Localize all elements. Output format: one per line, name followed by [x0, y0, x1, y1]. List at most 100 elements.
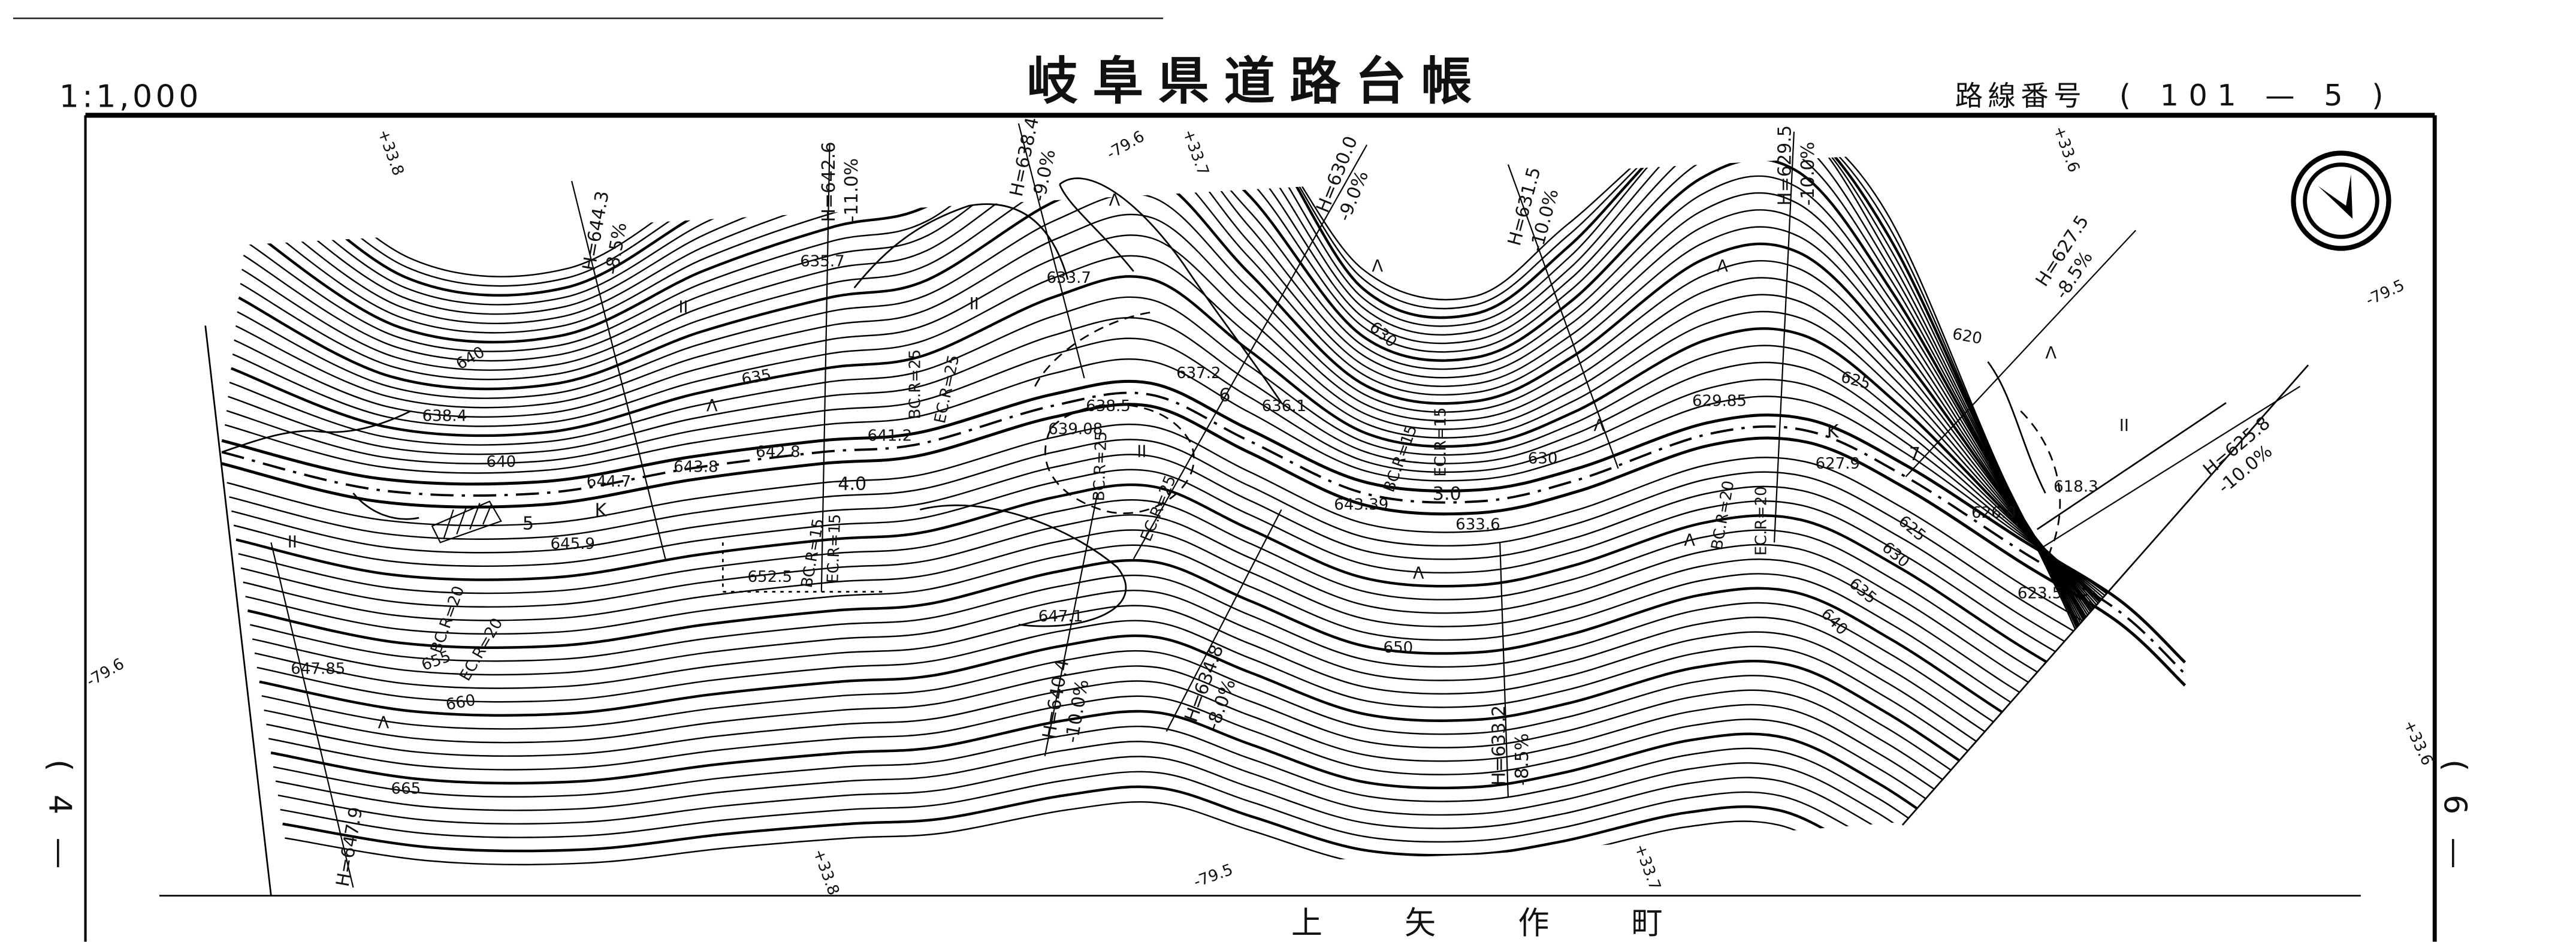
contour-line — [247, 131, 2165, 826]
page-title: 岐阜県道路台帳 — [1027, 52, 1487, 111]
road-mark: 6 — [1219, 385, 1230, 406]
section-mark: +33.7 — [1630, 842, 1663, 893]
map-symbol: Λ — [706, 397, 718, 415]
grade-section-line — [270, 542, 354, 888]
contour-lines — [225, 131, 2184, 896]
contour-label: 640 — [1817, 605, 1851, 639]
contour-line — [247, 558, 2166, 835]
contour-line — [275, 741, 2142, 896]
section-mark: +33.8 — [810, 847, 842, 898]
contour-line — [234, 234, 2176, 733]
road-mark: K — [1827, 421, 1840, 442]
section-mark: -79.5 — [1191, 861, 1236, 891]
spot-height: 637.2 — [1176, 364, 1221, 382]
contour-label: 665 — [391, 780, 421, 798]
sheet-number-right: ( 6 — — [2437, 759, 2473, 875]
map-symbol: Λ — [1372, 257, 1383, 276]
grade-section-line — [1017, 123, 1085, 379]
contour-line — [232, 255, 2177, 723]
spot-height: 638.4 — [422, 407, 467, 425]
grade-section-line — [1507, 164, 1619, 469]
contour-line — [246, 131, 2167, 816]
section-mark: -79.5 — [2363, 276, 2408, 310]
contour-line — [244, 131, 2167, 805]
grade-section-line — [571, 180, 666, 559]
contour-label: 620 — [1951, 325, 1983, 348]
contour-line — [261, 650, 2154, 896]
section-mark: +33.8 — [374, 127, 407, 178]
map-symbol: Λ — [1109, 191, 1121, 210]
map-symbol: Λ — [2045, 344, 2056, 363]
contour-label: 650 — [1384, 639, 1414, 657]
contour-line — [256, 620, 2158, 890]
section-mark: -79.6 — [83, 655, 127, 691]
grade-section-line — [1905, 230, 2137, 478]
road-mark: 5 — [523, 513, 534, 534]
contour-line — [245, 544, 2167, 820]
place-name: 上 矢 作 町 — [1291, 905, 1699, 941]
spot-height: 626.0 — [1971, 504, 2016, 522]
spot-height: 630 — [1528, 450, 1558, 468]
map-symbol: Λ — [1413, 564, 1424, 583]
section-mark: +33.7 — [1179, 127, 1212, 178]
map-labels: H=644.3-8.5%H=642.6-11.0%H=638.4-9.0%H=6… — [83, 116, 2436, 898]
road — [221, 379, 2187, 687]
contour-line — [231, 454, 2178, 735]
spot-height: 635.7 — [800, 253, 845, 271]
contour-line — [226, 337, 2182, 682]
section-mark: +33.6 — [2400, 717, 2436, 768]
spot-height: 647.1 — [1038, 608, 1083, 626]
map-symbol: Λ — [378, 714, 389, 732]
road-mark: K — [594, 500, 607, 521]
curve-label: EC.R=20 — [1752, 486, 1770, 555]
curve-label: EC.R=15 — [1432, 407, 1450, 477]
contour-line — [240, 152, 2171, 774]
contour-line — [254, 605, 2160, 877]
contour-line — [225, 358, 2184, 672]
road-mark: 3.0 — [1433, 484, 1461, 505]
contour-line — [255, 131, 2159, 877]
grade-section-line — [2037, 385, 2300, 551]
contour-line — [235, 483, 2175, 763]
contour-line — [249, 131, 2164, 836]
contour-line — [268, 695, 2148, 896]
map-symbol: II — [2119, 416, 2129, 435]
contour-line — [253, 131, 2161, 867]
grade-percent: -8.5% — [1512, 733, 1533, 786]
spot-height: 638.5 — [1086, 397, 1131, 415]
contour-line — [259, 634, 2156, 896]
grade-section-line — [1499, 542, 1509, 798]
contour-line — [243, 131, 2169, 795]
grade-percent: -11.0% — [841, 158, 862, 222]
grade-elevation: H=629.5 — [1774, 125, 1795, 206]
scale-label: 1:1,000 — [59, 79, 202, 115]
contour-line — [250, 131, 2163, 846]
spot-height: 647.85 — [291, 660, 345, 678]
contour-line — [233, 469, 2176, 749]
contour-line — [230, 275, 2179, 713]
spot-height: 643.39 — [1334, 496, 1388, 514]
section-mark: +33.6 — [2050, 123, 2083, 174]
curve-label: EC.R=20 — [456, 615, 506, 684]
spot-height: 643.8 — [674, 458, 718, 476]
contour-line — [240, 514, 2171, 792]
map-symbol: II — [678, 298, 688, 316]
contour-line — [243, 529, 2169, 806]
spot-height: 641.2 — [868, 427, 913, 445]
contour-line — [229, 296, 2180, 702]
grade-percent: -10.0% — [1798, 142, 1819, 206]
curve-label: BC.R=20 — [1708, 479, 1738, 551]
map-symbol: Λ — [1717, 257, 1728, 276]
curve-label: EC.R=25 — [1137, 473, 1180, 544]
road-mark: 7 — [1909, 444, 1920, 465]
contour-line — [235, 213, 2175, 744]
contour-line — [238, 499, 2173, 778]
contour-label: 625 — [1839, 368, 1873, 393]
map-symbol: II — [288, 533, 297, 551]
north-arrow-icon — [2291, 150, 2391, 251]
contour-line — [273, 725, 2144, 896]
grade-elevation: H=633.2 — [1488, 705, 1509, 786]
contour-line — [252, 590, 2161, 862]
spot-height: 623.5 — [2018, 584, 2062, 602]
